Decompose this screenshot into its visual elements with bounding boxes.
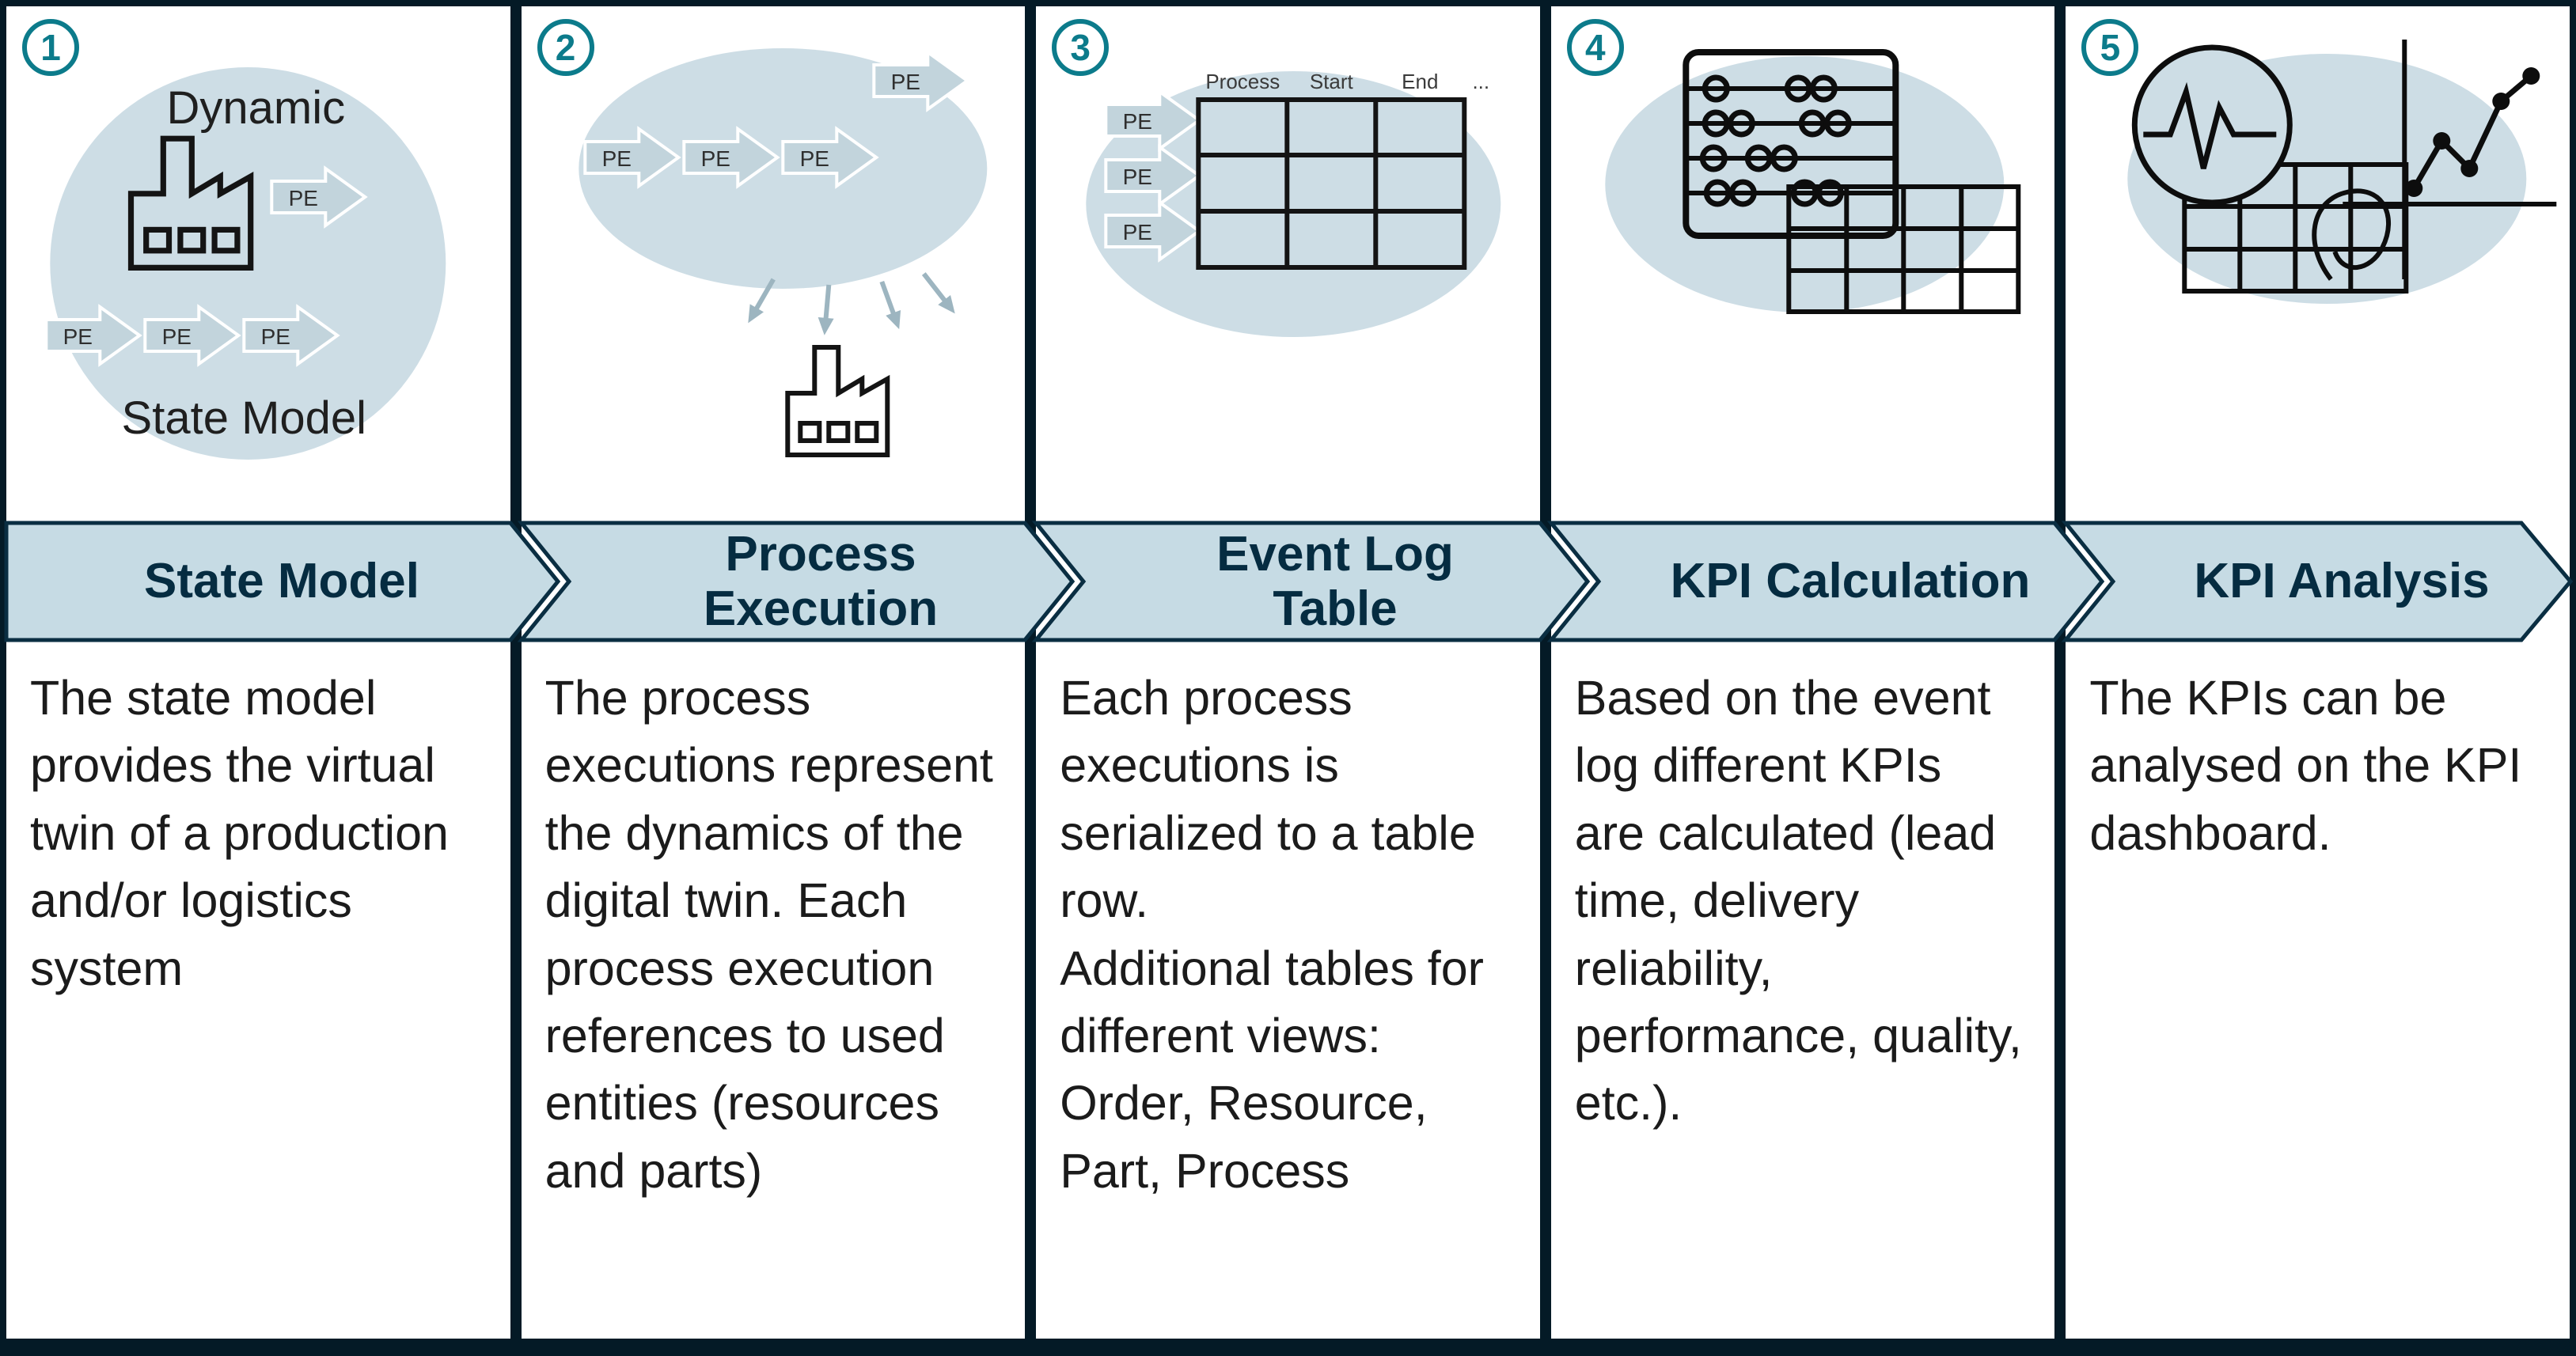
step-number: 5 xyxy=(2100,27,2121,68)
kpi-calculation-graphic xyxy=(1605,49,2021,314)
banner-chevron-2 xyxy=(517,521,1076,642)
illustration-5: 5 xyxy=(2066,6,2570,519)
state-model-graphic: Dynamic State Model xyxy=(44,67,446,460)
step-description-3: Each process executions is serialized to… xyxy=(1060,671,1484,1198)
banner-row: State Model Process Execution Event Log … xyxy=(0,519,2576,644)
event-log-table-icon: Process Start End ... xyxy=(1196,70,1490,270)
step-description-2: The process executions represent the dyn… xyxy=(544,671,993,1198)
factory-icon xyxy=(787,347,887,455)
illustration-2: 2 xyxy=(522,6,1026,519)
step-title-4: KPI Calculation xyxy=(1670,554,2031,609)
banner-chevrons xyxy=(4,521,2574,642)
state-model-label: State Model xyxy=(122,392,367,444)
step-number: 1 xyxy=(40,27,61,68)
illustration-4: 4 xyxy=(1551,6,2055,519)
dynamic-label: Dynamic xyxy=(166,82,345,134)
step-column-2: 2 The process executions represent the d… xyxy=(521,6,1026,1339)
illustration-1: 1 Dynamic State Model xyxy=(6,6,510,519)
table-header: End xyxy=(1402,70,1438,93)
paperclip-icon xyxy=(2312,188,2392,281)
banner-chevron-4 xyxy=(1546,521,2105,642)
illustration-3: 3 Process Start End ... xyxy=(1036,6,1540,519)
banner-chevron-1 xyxy=(4,521,561,642)
step-number: 2 xyxy=(555,27,576,68)
step-description-4: Based on the event log different KPIs ar… xyxy=(1574,671,2022,1131)
process-execution-graphic xyxy=(578,48,987,519)
abacus-icon xyxy=(1683,49,1899,239)
step-number: 3 xyxy=(1070,27,1091,68)
banner-chevron-5 xyxy=(2061,521,2574,642)
banner-chevron-3 xyxy=(1031,521,1591,642)
step-badge-3: 3 xyxy=(1052,19,1110,76)
kpi-table-icon xyxy=(1786,184,2021,314)
step-badge-4: 4 xyxy=(1566,19,1624,76)
step-description-5: The KPIs can be analysed on the KPI dash… xyxy=(2089,671,2522,860)
down-arrow-icon xyxy=(917,269,961,319)
step-number: 4 xyxy=(1585,27,1606,68)
event-log-graphic: Process Start End ... xyxy=(1086,70,1501,337)
table-header: Start xyxy=(1310,70,1354,93)
step-title-2: Process Execution xyxy=(703,526,939,636)
columns-area: 1 Dynamic State Model The state model pr… xyxy=(6,6,2570,1339)
step-title-3: Event Log Table xyxy=(1216,526,1454,636)
down-arrow-icon xyxy=(816,284,837,335)
step-badge-1: 1 xyxy=(22,19,79,76)
step-column-4: 4 xyxy=(1550,6,2055,1339)
kpi-analysis-graphic xyxy=(2127,40,2557,304)
step-column-3: 3 Process Start End ... xyxy=(1036,6,1540,1339)
down-arrow-icon xyxy=(874,279,906,332)
table-header: ... xyxy=(1473,70,1490,93)
kpi-line-chart xyxy=(2343,40,2557,279)
step-title-1: State Model xyxy=(144,554,419,609)
step-description-1: The state model provides the virtual twi… xyxy=(30,671,449,995)
step-badge-5: 5 xyxy=(2081,19,2139,76)
step-title-5: KPI Analysis xyxy=(2194,554,2490,609)
pulse-monitor-icon xyxy=(2132,44,2293,206)
table-header: Process xyxy=(1206,70,1280,93)
step-column-5: 5 xyxy=(2066,6,2570,1339)
step-column-1: 1 Dynamic State Model The state model pr… xyxy=(6,6,510,1339)
step-badge-2: 2 xyxy=(537,19,594,76)
